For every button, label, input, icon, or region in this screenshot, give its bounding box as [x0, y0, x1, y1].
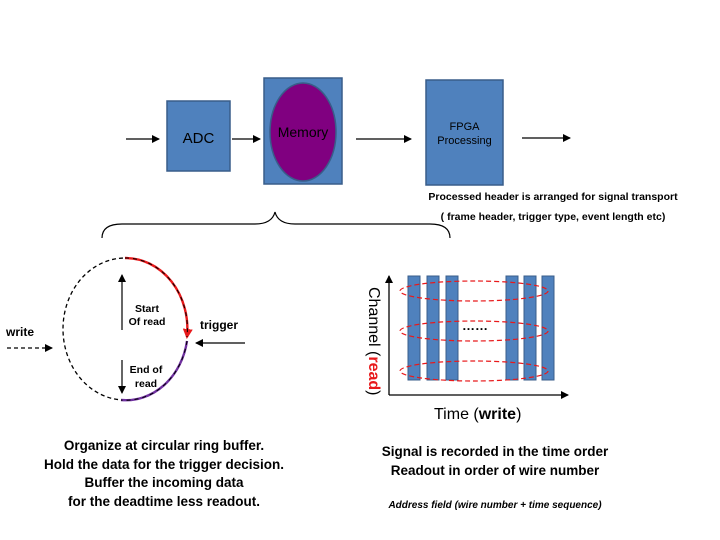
wire-bar: [523, 275, 537, 381]
start-read-label: Start Of read: [122, 303, 172, 329]
start-read-line2: Of read: [128, 316, 166, 328]
start-read-line1: Start: [135, 303, 159, 315]
channel-caption-line2: Readout in order of wire number: [390, 463, 600, 478]
adc-box: [166, 100, 231, 172]
wire-bar: [541, 275, 555, 381]
ring-dashed-arc: [62, 257, 126, 401]
time-label-suffix: ): [516, 406, 522, 423]
ring-read-arc-overlay: [124, 257, 188, 338]
time-row-ellipse: [399, 320, 549, 342]
channel-caption-line1: Signal is recorded in the time order: [381, 444, 609, 459]
fpga-label-line1: FPGA: [449, 121, 480, 133]
write-label: write: [6, 325, 35, 339]
wire-bar: [505, 275, 519, 381]
memory-ellipse: [269, 82, 337, 182]
time-axis-label: Time (write): [434, 406, 521, 424]
ring-buffer-arc-overlay: [120, 340, 188, 401]
ring-caption-line: Organize at circular ring buffer.: [63, 438, 265, 453]
end-read-line2: read: [134, 378, 158, 390]
fpga-label-line2: Processing: [437, 135, 492, 147]
trigger-label: trigger: [200, 318, 239, 332]
time-label-prefix: Time (: [434, 406, 479, 423]
ring-buffer-caption: Organize at circular ring buffer. Hold t…: [4, 437, 324, 511]
address-field-note: Address field (wire number + time sequen…: [388, 500, 602, 511]
ring-caption-line: for the deadtime less readout.: [67, 493, 261, 509]
ring-caption-line: Hold the data for the trigger decision.: [43, 456, 285, 472]
wire-bar: [445, 275, 459, 381]
header-note-line1: Processed header is arranged for signal …: [428, 191, 678, 203]
end-read-line1: End of: [129, 364, 163, 376]
channel-label-suffix: ): [365, 390, 382, 396]
end-read-label: End of read: [122, 363, 170, 391]
wire-bar: [407, 275, 421, 381]
grouping-brace: [101, 211, 451, 239]
time-row-ellipse: [399, 280, 549, 302]
wire-bar: [426, 275, 440, 381]
channel-axis-label: Channel (read): [364, 287, 382, 396]
channel-label-emph: read: [365, 356, 382, 391]
time-row-ellipse: [399, 360, 549, 382]
adc-label: ADC: [182, 130, 215, 147]
ring-caption-line: Buffer the incoming data: [84, 475, 244, 490]
fpga-box: [425, 79, 504, 186]
wire-ellipsis: ……: [462, 318, 488, 333]
time-label-emph: write: [478, 406, 517, 423]
memory-label: Memory: [277, 124, 329, 140]
header-note-line2: ( frame header, trigger type, event leng…: [440, 211, 666, 223]
channel-label-prefix: Channel (: [365, 287, 382, 357]
